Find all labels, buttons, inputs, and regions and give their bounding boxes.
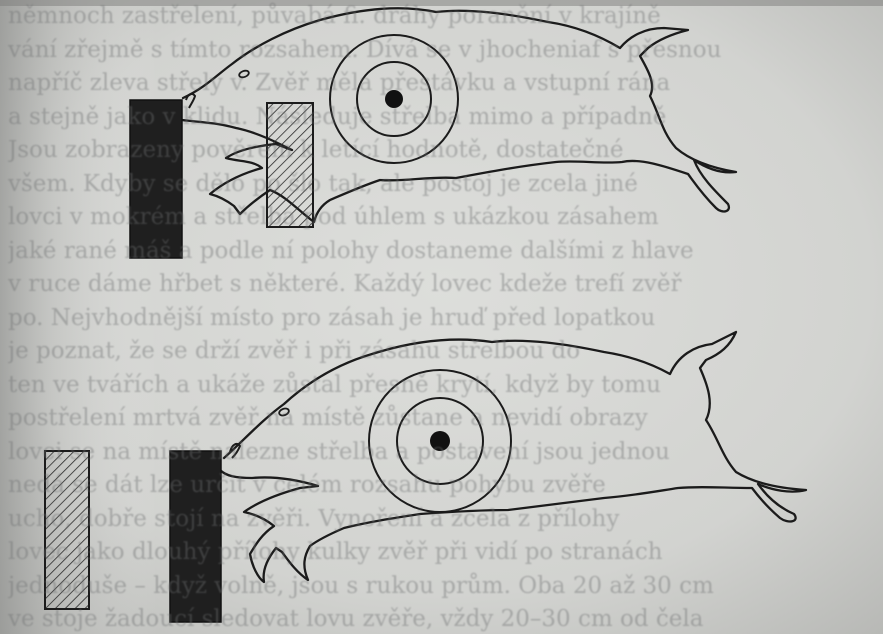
solid-bar (170, 451, 221, 622)
hatched-bar (45, 451, 89, 609)
solid-bar (130, 100, 182, 258)
top-edge-shadow (0, 0, 883, 6)
hatched-bar (267, 103, 313, 227)
